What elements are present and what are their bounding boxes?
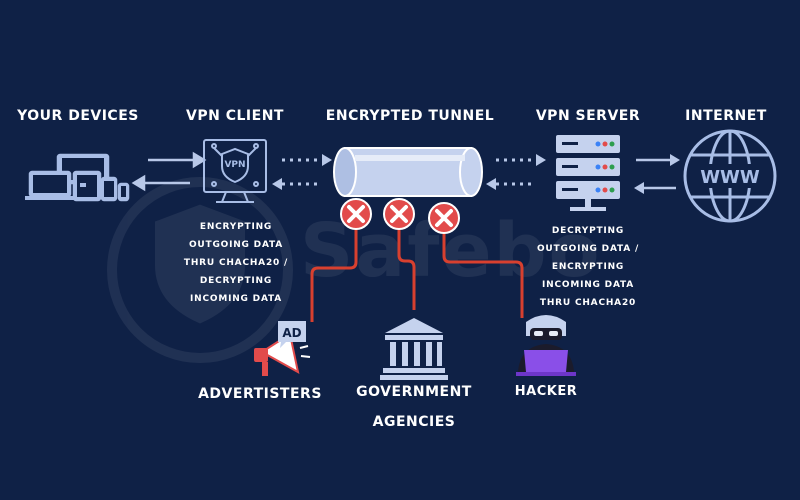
dotted-arrow-client-to-tunnel [282, 154, 332, 166]
arrow-internet-to-server [634, 182, 676, 194]
dotted-arrow-tunnel-to-server [496, 154, 546, 166]
vpn-client-icon [203, 139, 267, 203]
label-advertisers: ADVERTISTERS [198, 386, 322, 402]
encrypted-tunnel [333, 147, 483, 197]
www-text: WWW [700, 167, 760, 188]
server-note-line: ENCRYPTING [551, 262, 625, 272]
label-encrypted-tunnel: ENCRYPTED TUNNEL [325, 108, 495, 124]
label-vpn-server: VPN SERVER [535, 108, 641, 124]
client-note: ENCRYPTING OUTGOING DATA THRU CHACHA20 /… [184, 218, 288, 308]
watermark-shield-icon [107, 177, 293, 363]
internet-globe-icon [683, 129, 777, 223]
label-internet: INTERNET [685, 108, 767, 124]
ad-badge-icon [278, 321, 306, 348]
arrow-client-to-devices [131, 174, 190, 192]
dotted-arrow-tunnel-to-client [272, 178, 322, 190]
server-note: DECRYPTING OUTGOING DATA / ENCRYPTING IN… [537, 222, 639, 312]
dotted-arrow-server-to-tunnel [486, 178, 536, 190]
megaphone-icon [254, 332, 311, 376]
label-your-devices: YOUR DEVICES [17, 108, 139, 124]
server-note-line: OUTGOING DATA / [536, 244, 640, 254]
label-agencies: AGENCIES [372, 414, 456, 430]
block-x-icon [383, 198, 415, 230]
arrow-devices-to-client [148, 151, 207, 169]
block-x-icon [428, 202, 460, 234]
server-note-line: INCOMING DATA [541, 280, 635, 290]
block-x-icon [340, 198, 372, 230]
client-note-line: ENCRYPTING [199, 222, 273, 232]
client-note-line: OUTGOING DATA [188, 240, 284, 250]
server-note-line: DECRYPTING [551, 226, 625, 236]
threat-lines [310, 225, 524, 322]
label-vpn-client: VPN CLIENT [186, 108, 284, 124]
devices-icon [25, 153, 130, 202]
ad-badge-text: AD [282, 326, 301, 340]
arrow-server-to-internet [636, 154, 680, 166]
client-note-line: DECRYPTING [199, 276, 273, 286]
hacker-icon [516, 315, 576, 376]
client-note-line: INCOMING DATA [189, 294, 283, 304]
client-note-line: THRU CHACHA20 / [183, 258, 289, 268]
server-note-line: THRU CHACHA20 [539, 298, 637, 308]
label-hacker: HACKER [514, 384, 578, 399]
vpn-badge-text: VPN [224, 160, 245, 170]
label-government: GOVERNMENT [356, 384, 472, 400]
vpn-server-icon [556, 135, 620, 211]
government-building-icon [380, 318, 448, 380]
